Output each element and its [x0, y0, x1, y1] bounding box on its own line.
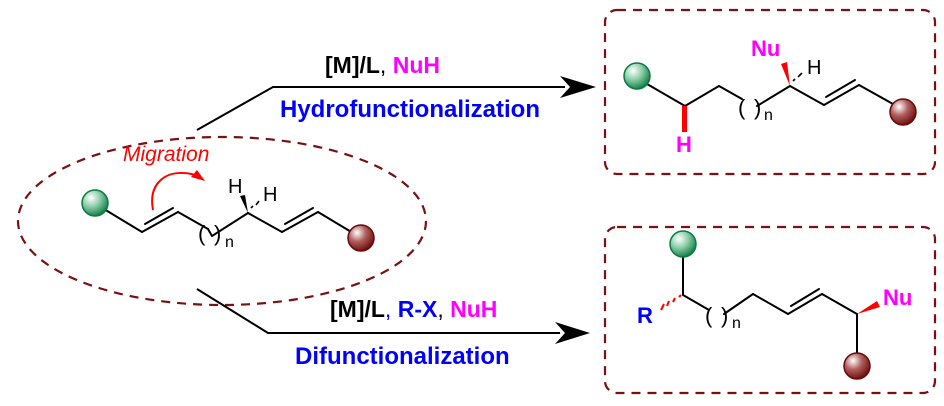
substrate-skeleton [103, 207, 354, 237]
hydrofunctionalization-label: Hydrofunctionalization [280, 96, 540, 123]
top-product-subscript-n: n [764, 107, 773, 124]
bottom-product-subscript-n: n [732, 315, 741, 332]
bottom-product-nu-label: Nu [883, 285, 912, 310]
top-reagent-nucleophile: NuH [393, 52, 440, 78]
bottom-product-r-hash-bond [660, 294, 682, 311]
bottom-product-r-label: R [637, 303, 653, 328]
bottom-product-green-sphere [669, 230, 697, 258]
substrate-maroon-sphere [347, 224, 375, 252]
bottom-reagent-separator-1: , [385, 296, 391, 322]
bottom-product-nu-wedge [857, 301, 880, 314]
top-product-nu-label: Nu [751, 36, 780, 61]
migration-label: Migration [123, 143, 209, 166]
substrate-paren-right: ) [214, 221, 221, 246]
substrate-subscript-n: n [225, 234, 234, 251]
hydrofunctionalization-product-box [603, 8, 937, 176]
bottom-product-skeleton [682, 255, 858, 355]
substrate-h-hash: H [263, 184, 277, 206]
bottom-product-paren-right: ) [721, 303, 728, 328]
top-product-nu-wedge [781, 62, 790, 86]
difunctionalization-label: Difunctionalization [295, 343, 510, 370]
bottom-reagents: [M]/L, R-X, NuH [330, 296, 497, 322]
substrate-h-wedge: H [228, 176, 242, 198]
top-product-h-label: H [676, 132, 692, 157]
substrate-wedge-bond [240, 195, 248, 213]
top-product-paren-right: ) [754, 95, 761, 120]
top-product-h-bold-bond [682, 106, 687, 132]
bottom-reagent-separator-2: , [437, 296, 443, 322]
top-product-maroon-sphere [889, 98, 917, 126]
bottom-reagent-nucleophile: NuH [450, 296, 497, 322]
difunctionalization-arrow [196, 288, 590, 344]
substrate-paren-left: ( [198, 221, 206, 246]
top-reagent-catalyst: [M]/L [325, 52, 380, 78]
top-reagent-separator: , [380, 52, 386, 78]
top-product-paren-left: ( [738, 95, 746, 120]
top-product-skeleton [646, 79, 894, 107]
top-product-hash-bond [792, 72, 803, 82]
bottom-product-paren-left: ( [705, 303, 713, 328]
difunctionalization-product-box [603, 225, 937, 395]
top-product-green-sphere [623, 62, 651, 90]
substrate-green-sphere [81, 189, 109, 217]
top-product-h-hash: H [807, 57, 821, 79]
migration-arrow [151, 170, 205, 211]
substrate-dashed-ellipse [16, 135, 428, 307]
substrate-hash-bond [250, 200, 260, 209]
bottom-reagent-catalyst: [M]/L [330, 296, 385, 322]
top-reagents: [M]/L, NuH [325, 52, 440, 78]
hydrofunctionalization-arrow [196, 76, 596, 131]
bottom-product-maroon-sphere [843, 352, 871, 380]
bottom-reagent-electrophile: R-X [398, 296, 438, 322]
